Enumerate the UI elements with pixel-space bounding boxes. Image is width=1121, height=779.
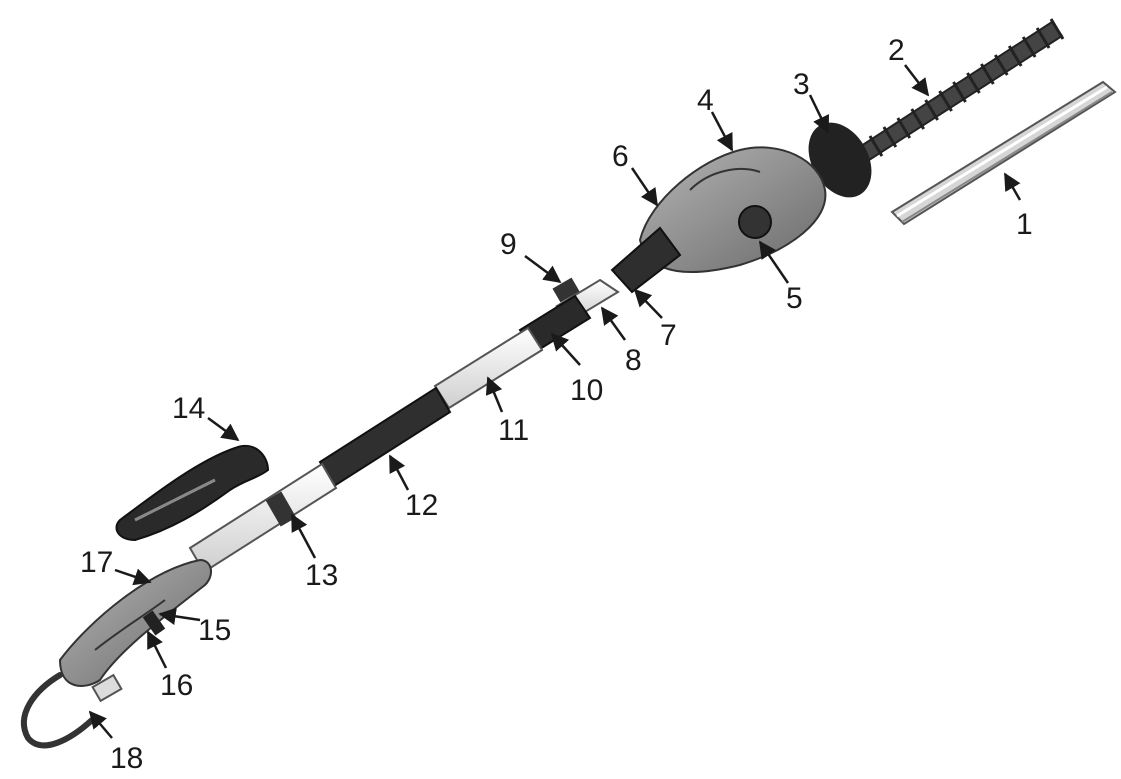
blade-tooth [1041, 37, 1051, 49]
callout-2: 2 [888, 34, 905, 67]
callout-labels: 1 2 3 4 5 6 7 8 9 10 11 12 13 14 15 16 1… [80, 34, 1033, 775]
blade-tooth [882, 126, 892, 138]
callout-arrows [88, 64, 1022, 739]
blade-tooth [958, 91, 967, 103]
blade-tooth [1049, 18, 1059, 30]
blade-tooth [986, 73, 995, 85]
callout-16: 16 [160, 669, 193, 702]
locking-lever [552, 277, 580, 303]
blade-tooth [980, 63, 989, 75]
blade-tooth [999, 64, 1009, 76]
callout-4: 4 [697, 84, 714, 117]
blade-tooth [1007, 45, 1017, 57]
blade-tooth [1021, 36, 1031, 48]
angle-adjust-knob [738, 205, 772, 239]
blade-tooth [916, 118, 926, 130]
blade-tooth [874, 145, 884, 157]
callout-3: 3 [793, 68, 810, 101]
callout-1: 1 [1016, 208, 1033, 241]
blade-tooth [972, 82, 981, 94]
callout-14: 14 [172, 392, 205, 425]
blade-tooth [896, 117, 906, 129]
motor-housing [610, 146, 827, 294]
callout-18: 18 [110, 742, 143, 775]
callout-17: 17 [80, 546, 113, 579]
blade-guard [890, 80, 1117, 226]
callout-10: 10 [570, 374, 603, 407]
blade-tooth [868, 135, 878, 147]
callout-12: 12 [405, 489, 438, 522]
switch-lock [142, 610, 166, 636]
blade-tooth [944, 100, 953, 112]
blade-tooth [993, 54, 1003, 66]
callout-5: 5 [786, 282, 803, 315]
blade-tooth [952, 81, 961, 93]
power-cord [20, 672, 123, 749]
telescopic-shaft [188, 278, 620, 574]
cutting-blade [854, 18, 1065, 166]
blade-tooth [1055, 28, 1065, 40]
callout-15: 15 [198, 614, 231, 647]
callout-11: 11 [498, 414, 529, 447]
blade-tooth [1013, 55, 1023, 67]
blade-tooth [966, 72, 975, 84]
callout-8: 8 [625, 344, 642, 377]
rear-handle [58, 558, 212, 687]
blade-tooth [1027, 46, 1037, 58]
blade-tooth [1035, 27, 1045, 39]
blade-tooth [924, 99, 933, 111]
callout-9: 9 [500, 228, 517, 261]
shoulder-strap [115, 445, 297, 542]
callout-7: 7 [660, 319, 677, 352]
blade-tooth [888, 136, 898, 148]
blade-tooth [930, 109, 939, 121]
blade-tooth [938, 90, 947, 102]
callout-13: 13 [305, 559, 338, 592]
strap-clip [265, 491, 297, 527]
callout-6: 6 [612, 140, 629, 173]
hand-guard [808, 122, 872, 198]
blade-tooth [902, 127, 912, 139]
blade-tooth [910, 108, 920, 120]
